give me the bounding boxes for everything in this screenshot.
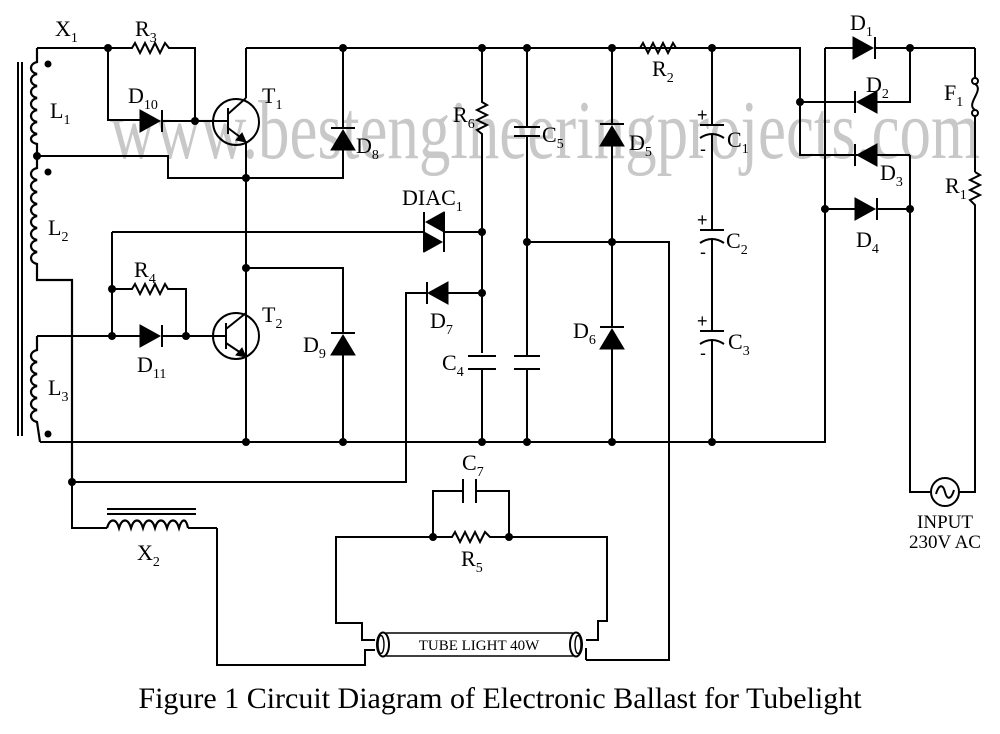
label-D9: D9 [303,332,326,362]
label-D4: D4 [856,227,879,257]
label-D10: D10 [128,83,158,113]
capacitor-C3 [699,330,725,442]
label-D6: D6 [573,318,596,348]
diode-D7 [72,281,482,483]
label-R2: R2 [652,56,674,86]
bottom-rail [40,48,826,443]
label-D7: D7 [430,308,453,338]
capacitor-C4 [468,355,496,442]
input-voltage-label: 230V AC [909,532,981,553]
label-L2: L2 [48,215,68,245]
label-R5: R5 [461,546,483,576]
diode-D6 [599,326,625,442]
diode-D11 [139,324,212,348]
label-L1: L1 [50,98,70,128]
label-F1: F1 [944,80,963,110]
resistor-R6 [474,48,490,353]
label-D5: D5 [629,130,652,160]
label-R4: R4 [134,257,156,287]
figure-caption: Figure 1 Circuit Diagram of Electronic B… [138,682,862,715]
transistor-T2 [212,312,260,360]
diode-D3 [854,143,878,167]
diode-D4 [825,197,910,221]
label-D3: D3 [880,160,903,190]
inductor-X2 [105,508,375,666]
plus-sign: + [697,210,708,230]
label-C3: C3 [728,329,750,359]
ac-source-icon [930,477,960,507]
diode-D5 [599,48,625,327]
label-T1: T1 [262,83,282,113]
inductor-L1 [29,48,52,156]
capacitor-C2 [699,229,725,331]
minus-sign: - [700,343,706,363]
label-D8: D8 [356,133,379,163]
minus-sign: - [700,242,706,262]
inductor-L2 [29,156,74,480]
tube-label: TUBE LIGHT 40W [419,638,540,654]
transistor-T1 [212,48,260,442]
label-X1: X1 [55,16,78,46]
tube-light [376,631,583,658]
label-X2: X2 [137,540,160,570]
label-L3: L3 [48,375,68,405]
diode-D10 [139,109,213,133]
label-C5: C5 [542,122,564,152]
label-D1: D1 [850,10,873,40]
capacitor-unlabeled [514,355,540,442]
inductor-L3 [29,336,52,443]
label-R1: R1 [945,173,967,203]
label-C1: C1 [727,127,749,157]
minus-sign: - [700,139,706,159]
resistor-R3 [108,40,196,120]
transformer-core [17,62,23,436]
label-C4: C4 [442,350,464,380]
label-T2: T2 [262,302,282,332]
resistor-R4 [112,281,187,336]
diode-D9 [330,332,356,442]
diode-D1 [852,36,975,60]
resistor-R1 [959,171,983,493]
diode-D8 [330,48,356,178]
resistor-R5 [433,529,509,545]
input-label: INPUT [917,512,973,533]
resistor-R2 [612,40,712,56]
label-C7: C7 [462,450,484,480]
capacitor-C7 [432,479,510,537]
fuse-F1 [971,48,979,172]
capacitor-C1 [699,48,725,230]
label-D2: D2 [866,72,889,102]
label-DIAC1: DIAC1 [402,185,463,215]
watermark: www.bestengineeringprojects.com [110,84,980,177]
label-D11: D11 [137,352,166,382]
diac-DIAC1 [415,211,482,253]
label-C2: C2 [726,228,748,258]
plus-sign: + [697,105,708,125]
label-R6: R6 [453,102,475,132]
label-R3: R3 [135,16,157,46]
diode-D2 [800,48,911,114]
plus-sign: + [697,311,708,331]
